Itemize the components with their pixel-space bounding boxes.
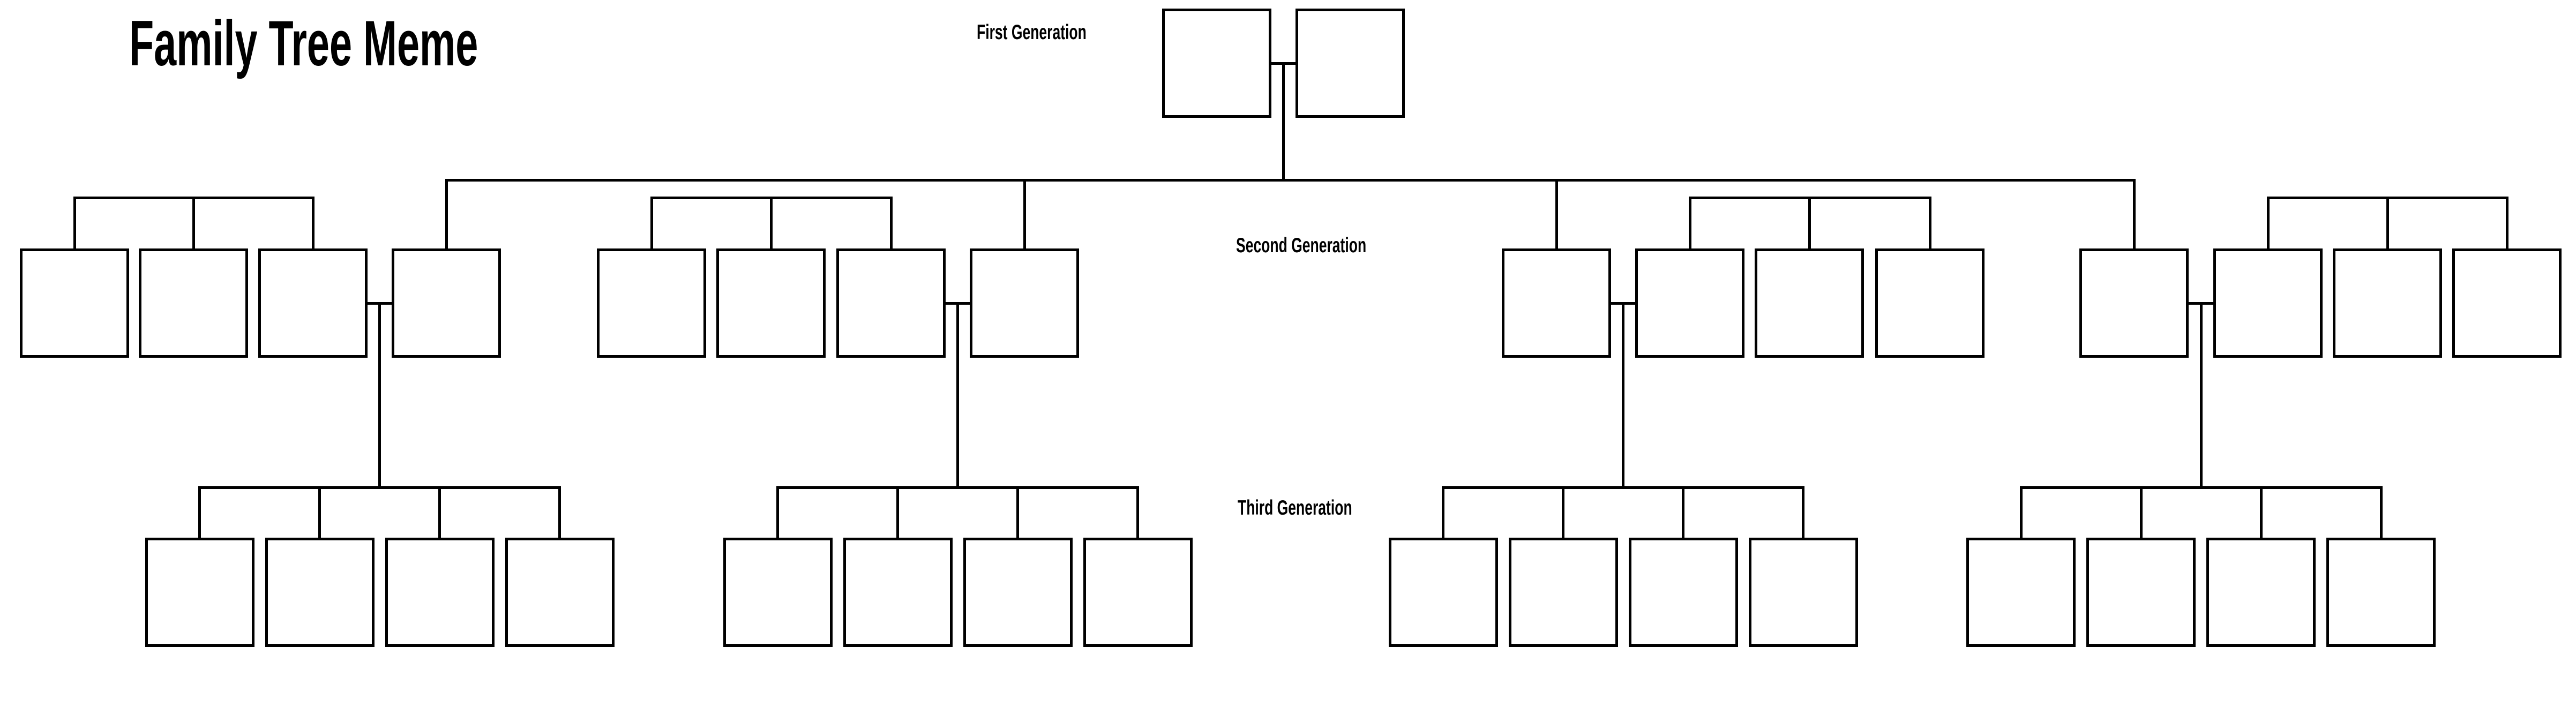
gen2-slot-c1-b3 [258,248,368,358]
page-title: Family Tree Meme [129,7,478,79]
children-bracket-drop-g4-3 [2259,486,2263,538]
label-first-generation: First Generation [977,21,1087,44]
children-bracket-group-2 [776,486,1139,489]
gen3-slot-g4-b4 [2326,538,2436,647]
children-bracket-drop-g1-1 [198,486,201,538]
children-bracket-group-4 [2019,486,2383,489]
gen3-slot-g2-b1 [723,538,833,647]
gen2-slot-c4-b3 [2333,248,2442,358]
gen2-slot-c3-b3 [1755,248,1864,358]
gen2-slot-c4-b1 [2079,248,2189,358]
sibling-bracket-drop-c3-2 [1808,197,1811,248]
gen2-slot-c3-b2 [1635,248,1744,358]
rail-drop-cluster-2 [1023,179,1026,248]
sibling-bracket-drop-c3-1 [1688,197,1691,248]
gen2-slot-c2-b3 [836,248,946,358]
gen3-slot-g2-b2 [843,538,953,647]
gen2-slot-c1-b2 [139,248,248,358]
children-bracket-drop-g2-4 [1136,486,1139,538]
sibling-bracket-drop-c3-3 [1928,197,1931,248]
gen2-descent-line-cluster-3 [1622,302,1624,489]
children-bracket-drop-g4-4 [2379,486,2383,538]
gen3-slot-g1-b2 [265,538,375,647]
rail-drop-cluster-3 [1555,179,1558,248]
children-bracket-drop-g1-2 [318,486,321,538]
gen3-slot-g2-b4 [1083,538,1193,647]
sibling-bracket-drop-c4-2 [2386,197,2389,248]
gen2-slot-c2-b2 [716,248,826,358]
children-bracket-drop-g1-4 [558,486,561,538]
gen2-slot-c2-b1 [597,248,706,358]
gen3-slot-g3-b4 [1748,538,1858,647]
gen1-descent-line [1282,62,1285,182]
gen2-descent-line-cluster-1 [378,302,381,489]
gen2-slot-c4-b2 [2213,248,2323,358]
gen3-slot-g4-b2 [2086,538,2196,647]
sibling-bracket-drop-c1-1 [73,197,76,248]
gen3-slot-g3-b3 [1628,538,1738,647]
label-third-generation: Third Generation [1238,496,1352,519]
gen3-slot-g1-b3 [385,538,495,647]
rail-drop-cluster-1 [445,179,448,248]
children-bracket-group-1 [198,486,561,489]
gen2-descent-line-cluster-2 [956,302,959,489]
gen3-slot-g2-b3 [963,538,1073,647]
children-bracket-drop-g2-1 [776,486,779,538]
gen2-slot-c3-b4 [1875,248,1985,358]
children-bracket-group-3 [1442,486,1804,489]
gen3-slot-g4-b1 [1966,538,2076,647]
gen2-descent-line-cluster-4 [2199,302,2203,489]
gen2-slot-c1-b1 [20,248,129,358]
children-bracket-drop-g3-3 [1682,486,1684,538]
sibling-bracket-drop-c4-1 [2266,197,2270,248]
gen3-slot-g4-b3 [2206,538,2316,647]
children-bracket-drop-g4-1 [2019,486,2023,538]
sibling-bracket-drop-c2-1 [650,197,653,248]
gen3-slot-g3-b2 [1508,538,1618,647]
sibling-bracket-drop-c2-2 [769,197,773,248]
gen2-slot-c1-b4 [392,248,501,358]
children-bracket-drop-g3-2 [1562,486,1564,538]
gen2-descent-rail [445,179,2136,182]
sibling-bracket-drop-c1-2 [192,197,195,248]
gen3-slot-g3-b1 [1388,538,1498,647]
sibling-bracket-drop-c1-3 [311,197,314,248]
gen2-slot-c4-b4 [2452,248,2562,358]
children-bracket-drop-g2-3 [1016,486,1019,538]
sibling-bracket-drop-c4-3 [2505,197,2508,248]
children-bracket-drop-g3-4 [1802,486,1804,538]
sibling-bracket-drop-c2-3 [889,197,893,248]
children-bracket-drop-g3-1 [1442,486,1444,538]
gen1-slot-2 [1296,9,1405,118]
gen3-slot-g1-b1 [145,538,254,647]
children-bracket-drop-g4-2 [2139,486,2143,538]
rail-drop-cluster-4 [2132,179,2136,248]
children-bracket-drop-g1-3 [438,486,441,538]
gen2-slot-c2-b4 [970,248,1079,358]
label-second-generation: Second Generation [1236,234,1367,257]
children-bracket-drop-g2-2 [896,486,899,538]
gen3-slot-g1-b4 [505,538,615,647]
gen2-slot-c3-b1 [1502,248,1611,358]
gen1-slot-1 [1162,9,1271,118]
